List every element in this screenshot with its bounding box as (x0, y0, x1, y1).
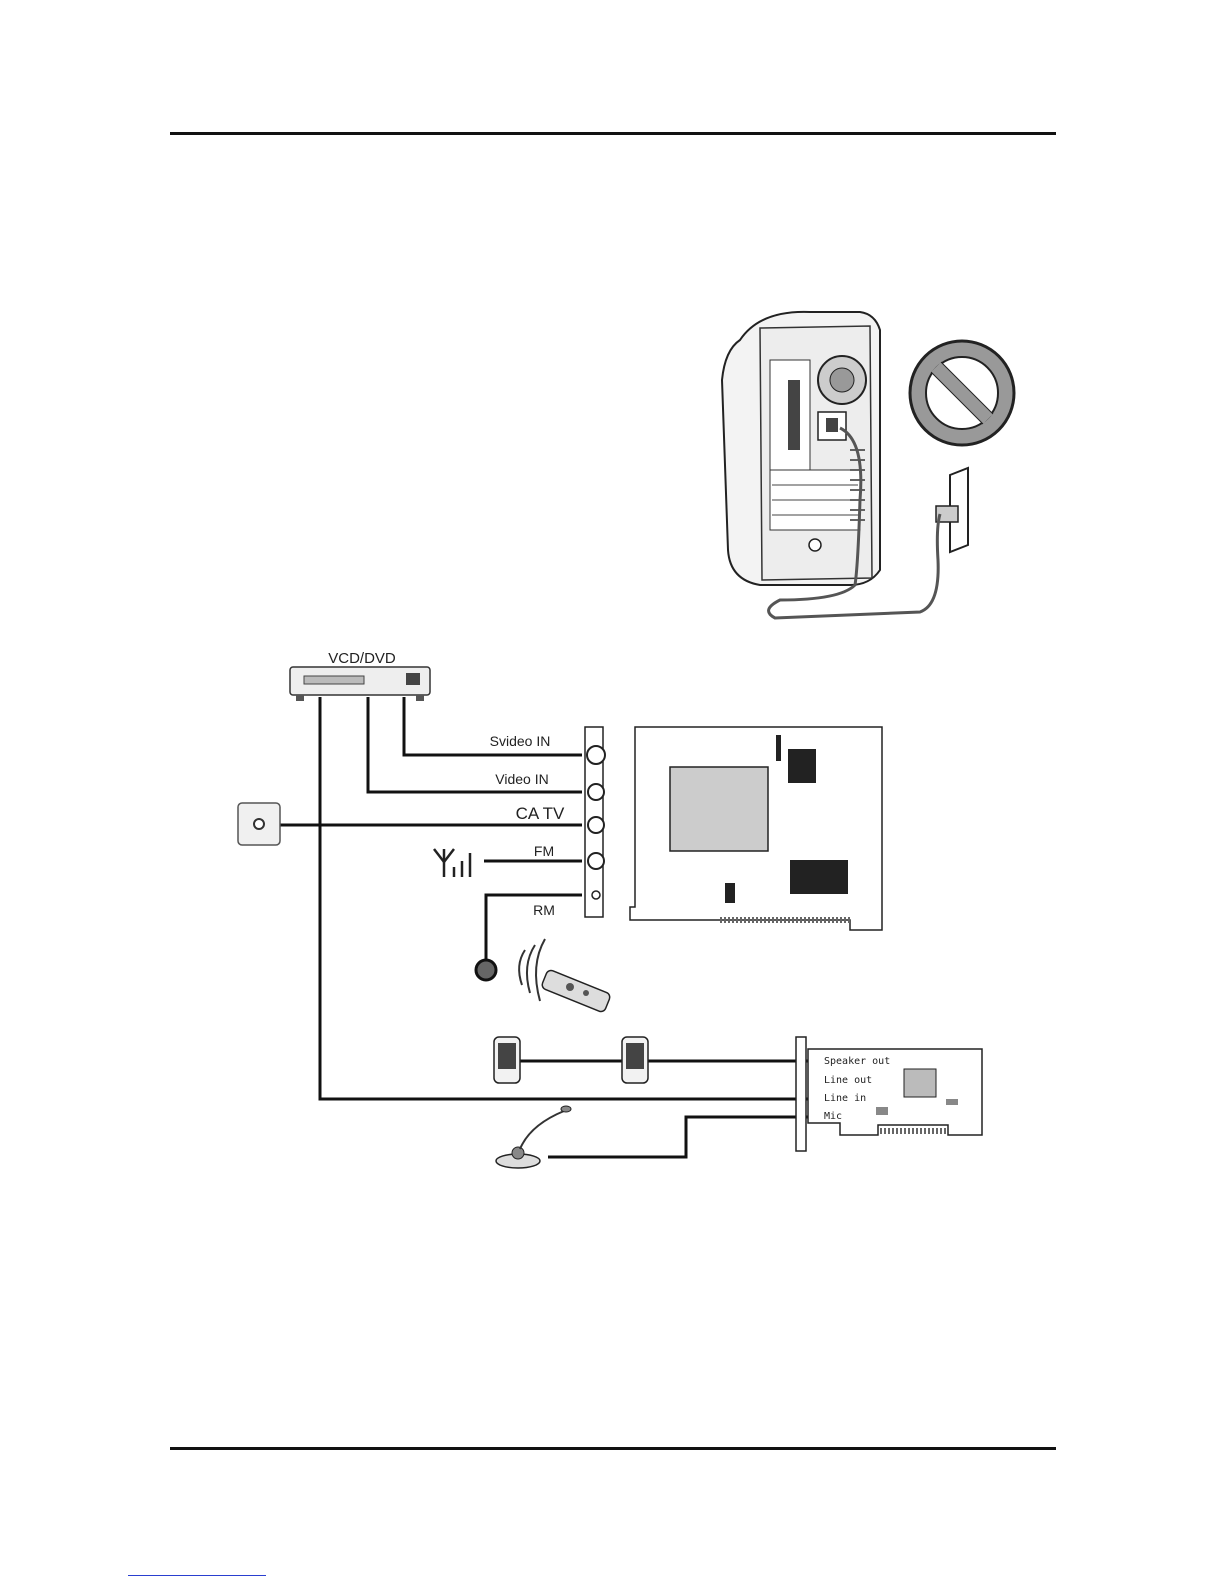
svideo-label: Svideo IN (490, 733, 551, 749)
footer-rule (170, 1447, 1056, 1450)
line-in-label: Line in (824, 1093, 866, 1104)
dvd-label: VCD/DVD (328, 650, 396, 667)
footer-link-underline[interactable] (128, 1575, 266, 1576)
wall-outlet-icon (936, 468, 968, 552)
remote-control-icon (519, 939, 611, 1013)
connection-diagram: VCD/DVD (230, 645, 990, 1185)
mic-label: Mic (824, 1111, 842, 1122)
computer-power-illustration (700, 300, 1040, 630)
mic-cable (548, 1117, 808, 1157)
speaker-left-icon (494, 1037, 520, 1083)
video-label: Video IN (495, 771, 548, 787)
fm-antenna-icon (434, 849, 470, 877)
ir-receiver-icon (476, 960, 496, 980)
rm-label: RM (533, 902, 555, 918)
tv-tuner-card-icon (585, 727, 882, 930)
speaker-right-icon (622, 1037, 648, 1083)
catv-label: CA TV (516, 804, 565, 823)
dvd-player-icon (290, 667, 430, 701)
header-rule (170, 132, 1056, 135)
prohibited-icon (910, 341, 1014, 445)
speaker-out-label: Speaker out (824, 1056, 890, 1067)
microphone-icon (496, 1106, 571, 1168)
antenna-socket-icon (238, 803, 280, 845)
line-out-label: Line out (824, 1075, 872, 1086)
fm-label: FM (534, 843, 554, 859)
